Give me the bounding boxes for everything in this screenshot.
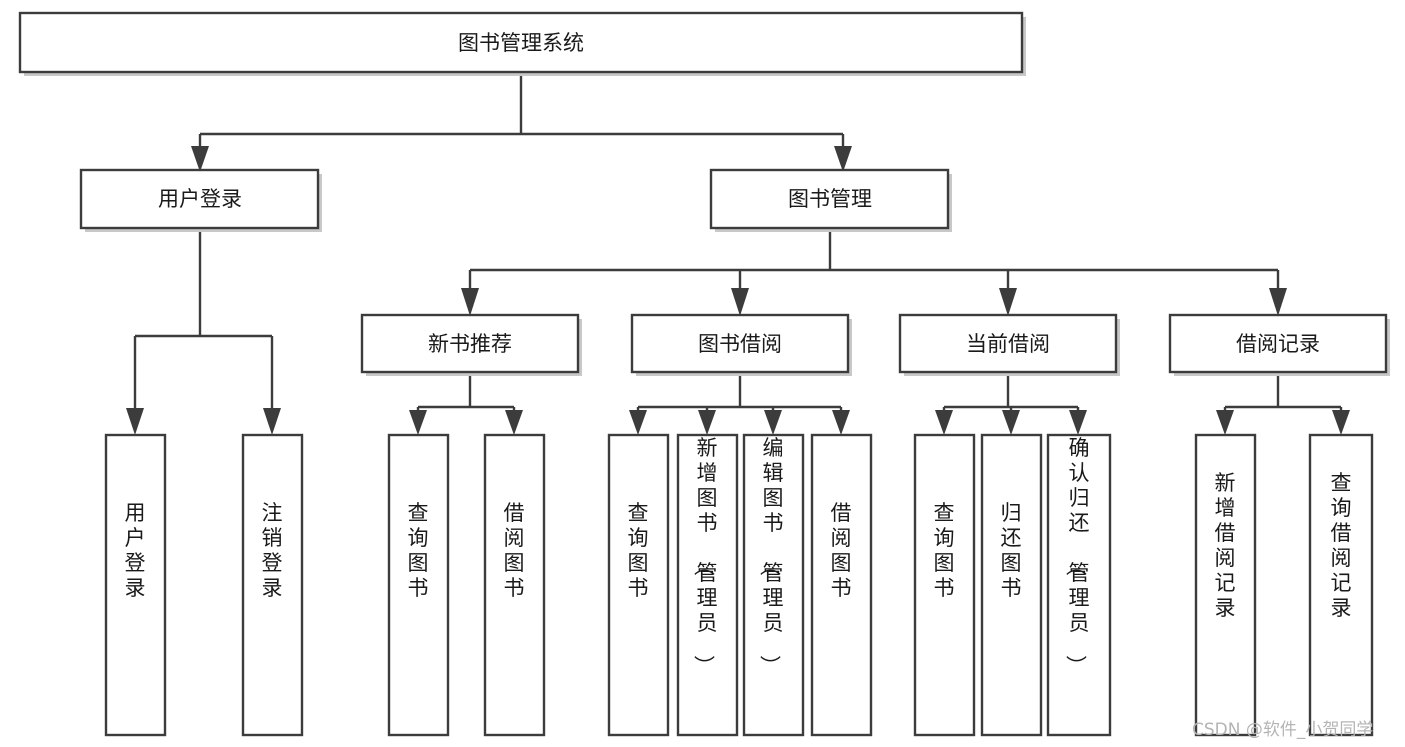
node-leaf-borrow-book-2[interactable]: 借阅图书	[810, 433, 873, 737]
node-leaf-query-book-1[interactable]: 查询图书	[387, 433, 450, 737]
node-user-login[interactable]: 用户登录	[79, 168, 322, 232]
connector-layer	[126, 76, 1350, 435]
node-root[interactable]: 图书管理系统	[18, 11, 1026, 76]
node-leaf-query-book-3[interactable]: 查询图书	[913, 433, 976, 737]
connector-borrowrecord-to-leaves	[1216, 376, 1350, 435]
arrow-head-icon	[263, 408, 281, 435]
arrow-head-icon	[629, 410, 647, 435]
connector-root-to-level2	[191, 76, 852, 172]
connector-bookmanage-to-level3	[461, 232, 1287, 316]
node-root-label: 图书管理系统	[458, 31, 584, 55]
node-rect	[898, 313, 1118, 374]
node-rect	[241, 433, 304, 737]
node-book-manage[interactable]: 图书管理	[709, 168, 952, 232]
arrow-head-icon	[999, 288, 1017, 316]
node-current-borrow-label: 当前借阅	[966, 332, 1050, 356]
node-rect	[742, 433, 805, 737]
arrow-head-icon	[191, 146, 209, 172]
arrow-head-icon	[505, 410, 523, 435]
node-rect	[913, 433, 976, 737]
node-rect	[79, 168, 320, 230]
connector-userlogin-to-leaves	[126, 232, 281, 435]
node-new-book-recommend-label: 新书推荐	[428, 332, 512, 356]
node-book-borrow[interactable]: 图书借阅	[630, 313, 852, 376]
arrow-head-icon	[1332, 410, 1350, 435]
node-leaf-add-book-label: 新增图书（管理员）	[692, 436, 718, 676]
node-leaf-confirm-return-label: 确认归还（管理员）	[1064, 436, 1090, 676]
node-leaf-user-login[interactable]: 用户登录	[104, 433, 167, 737]
node-leaf-logout-login[interactable]: 注销登录	[241, 433, 304, 737]
arrow-head-icon	[1069, 410, 1087, 435]
connector-currentborrow-to-leaves	[935, 376, 1087, 435]
node-rect	[810, 433, 873, 737]
node-rect	[630, 313, 850, 374]
node-rect	[483, 433, 546, 737]
arrow-head-icon	[126, 408, 144, 435]
node-leaf-query-book-1-label: 查询图书	[408, 501, 429, 600]
arrow-head-icon	[935, 410, 953, 435]
node-leaf-query-book-3-label: 查询图书	[934, 501, 955, 600]
node-leaf-return-book[interactable]: 归还图书	[980, 433, 1043, 737]
node-current-borrow[interactable]: 当前借阅	[898, 313, 1120, 376]
node-leaf-user-login-label: 用户登录	[125, 501, 146, 600]
node-leaf-borrow-book-1-label: 借阅图书	[504, 501, 525, 600]
node-rect	[607, 433, 670, 737]
node-leaf-add-record-label: 新增借阅记录	[1215, 471, 1236, 620]
arrow-head-icon	[731, 288, 749, 316]
node-leaf-return-book-label: 归还图书	[1001, 501, 1022, 600]
arrow-head-icon	[764, 410, 782, 435]
connector-newbook-to-leaves	[409, 376, 523, 435]
node-leaf-query-book-2-label: 查询图书	[628, 501, 649, 600]
arrow-head-icon	[834, 146, 852, 172]
arrow-head-icon	[698, 410, 716, 435]
node-rect	[1168, 313, 1388, 374]
node-leaf-confirm-return[interactable]: 确认归还（管理员）	[1046, 433, 1112, 737]
node-rect	[387, 433, 450, 737]
arrow-head-icon	[1216, 410, 1234, 435]
node-rect	[1046, 433, 1112, 737]
watermark-text: CSDN @软件_小贺同学	[1192, 720, 1373, 740]
node-new-book-recommend[interactable]: 新书推荐	[360, 313, 582, 376]
connector-bookborrow-to-leaves	[629, 376, 850, 435]
node-leaf-borrow-book-2-label: 借阅图书	[831, 501, 852, 600]
node-rect	[980, 433, 1043, 737]
node-book-manage-label: 图书管理	[788, 187, 872, 211]
node-borrow-record-label: 借阅记录	[1236, 332, 1320, 356]
node-leaf-edit-book-label: 编辑图书（管理员）	[758, 436, 784, 676]
arrow-head-icon	[832, 410, 850, 435]
arrow-head-icon	[409, 410, 427, 435]
node-rect	[360, 313, 580, 374]
node-leaf-query-book-2[interactable]: 查询图书	[607, 433, 670, 737]
node-rect	[676, 433, 739, 737]
node-user-login-label: 用户登录	[158, 187, 242, 211]
node-rect	[1308, 433, 1374, 737]
arrow-head-icon	[1002, 410, 1020, 435]
node-rect	[709, 168, 950, 230]
node-leaf-borrow-book-1[interactable]: 借阅图书	[483, 433, 546, 737]
node-rect	[18, 11, 1024, 74]
arrow-head-icon	[1269, 288, 1287, 316]
node-leaf-add-book[interactable]: 新增图书（管理员）	[676, 433, 739, 737]
node-rect	[104, 433, 167, 737]
node-leaf-add-record[interactable]: 新增借阅记录	[1194, 433, 1257, 737]
node-book-borrow-label: 图书借阅	[698, 332, 782, 356]
arrow-head-icon	[461, 288, 479, 316]
node-leaf-edit-book[interactable]: 编辑图书（管理员）	[742, 433, 805, 737]
node-leaf-query-record-label: 查询借阅记录	[1331, 471, 1352, 620]
node-leaf-query-record[interactable]: 查询借阅记录	[1308, 433, 1374, 737]
node-leaf-logout-login-label: 注销登录	[262, 501, 283, 600]
node-borrow-record[interactable]: 借阅记录	[1168, 313, 1390, 376]
node-rect	[1194, 433, 1257, 737]
